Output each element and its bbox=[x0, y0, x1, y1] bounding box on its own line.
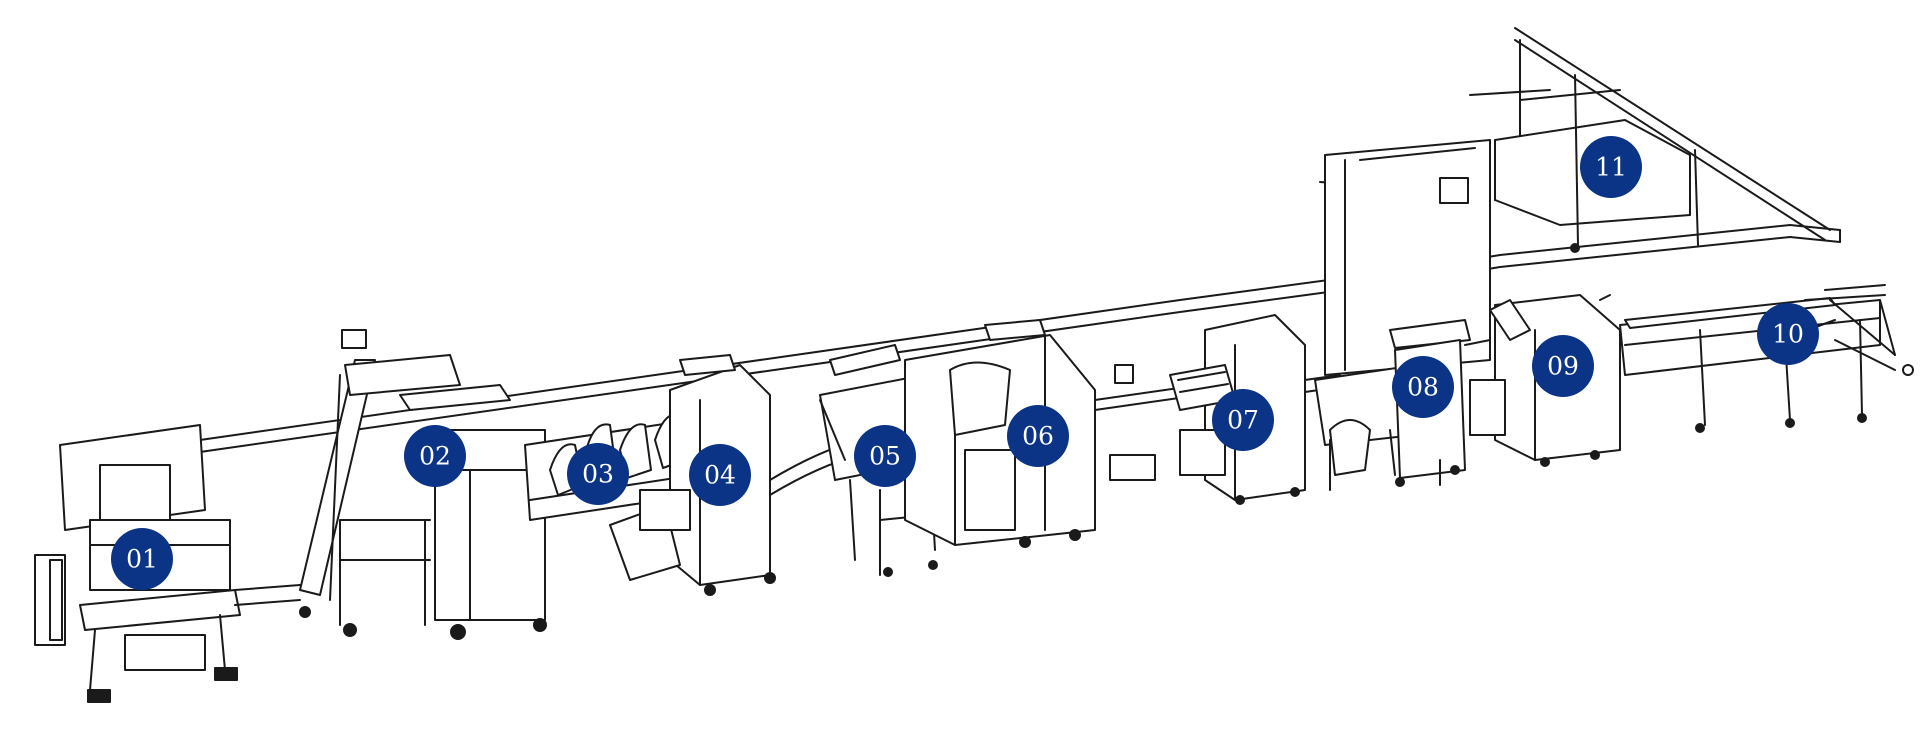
station-marker-11[interactable]: 11 bbox=[1580, 136, 1642, 198]
marker-circle bbox=[1580, 136, 1642, 198]
station-marker-04[interactable]: 04 bbox=[689, 444, 751, 506]
marker-circle bbox=[854, 425, 916, 487]
marker-label: 11 bbox=[1595, 153, 1627, 182]
marker-label: 06 bbox=[1022, 422, 1054, 451]
marker-circle bbox=[1532, 335, 1594, 397]
station-marker-08[interactable]: 08 bbox=[1392, 356, 1454, 418]
marker-label: 05 bbox=[869, 442, 901, 471]
marker-label: 10 bbox=[1772, 320, 1804, 349]
line-artwork bbox=[34, 27, 1914, 703]
marker-circle bbox=[1757, 303, 1819, 365]
marker-circle bbox=[1212, 389, 1274, 451]
station-marker-07[interactable]: 07 bbox=[1212, 389, 1274, 451]
marker-label: 02 bbox=[419, 442, 451, 471]
station-marker-02[interactable]: 02 bbox=[404, 425, 466, 487]
station-10-machine bbox=[1619, 284, 1914, 433]
station-marker-10[interactable]: 10 bbox=[1757, 303, 1819, 365]
marker-label: 09 bbox=[1547, 352, 1579, 381]
marker-circle bbox=[404, 425, 466, 487]
marker-label: 03 bbox=[582, 460, 614, 489]
marker-circle bbox=[567, 443, 629, 505]
station-01-machine bbox=[34, 424, 301, 703]
marker-circle bbox=[1392, 356, 1454, 418]
station-marker-03[interactable]: 03 bbox=[567, 443, 629, 505]
station-marker-09[interactable]: 09 bbox=[1532, 335, 1594, 397]
station-marker-06[interactable]: 06 bbox=[1007, 405, 1069, 467]
marker-circle bbox=[111, 528, 173, 590]
station-marker-01[interactable]: 01 bbox=[111, 528, 173, 590]
marker-label: 07 bbox=[1227, 406, 1259, 435]
station-marker-05[interactable]: 05 bbox=[854, 425, 916, 487]
marker-circle bbox=[1007, 405, 1069, 467]
station-markers: 01 02 03 04 05 06 07 08 bbox=[111, 136, 1819, 590]
marker-circle bbox=[689, 444, 751, 506]
marker-label: 01 bbox=[126, 545, 158, 574]
marker-label: 04 bbox=[704, 461, 736, 490]
marker-label: 08 bbox=[1407, 373, 1439, 402]
